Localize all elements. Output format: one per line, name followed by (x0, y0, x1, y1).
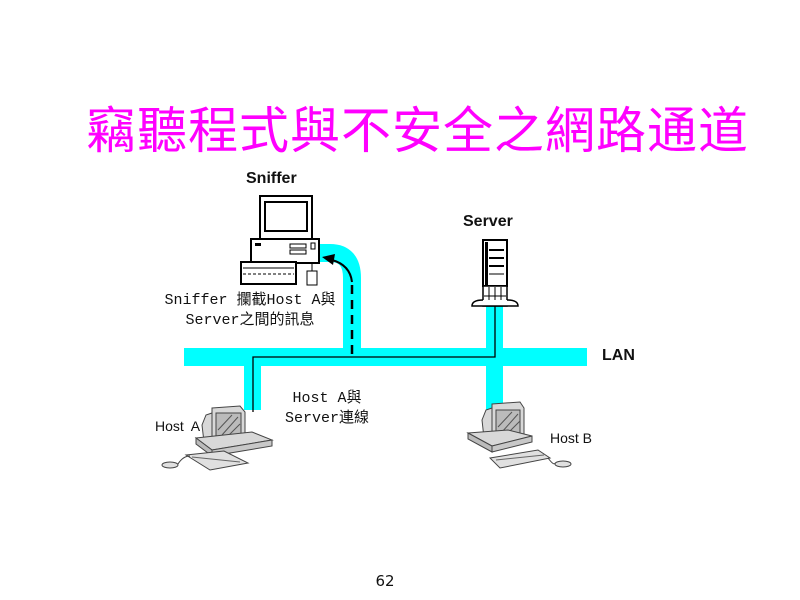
sniffer-label: Sniffer (246, 170, 297, 187)
page-number: 62 (375, 572, 395, 590)
sniffer-annotation-line2: Server之間的訊息 (185, 312, 315, 329)
sniffer-annotation-line1: Sniffer 攔截Host A與 (164, 292, 336, 309)
connection-annotation-line1: Host A與 (292, 390, 362, 407)
host-b-label: Host B (550, 430, 593, 446)
host-a-workstation-icon (161, 405, 274, 471)
sniffer-computer-icon (240, 195, 320, 286)
lan-label: LAN (602, 347, 635, 364)
arrow-head-icon (322, 254, 335, 265)
connection-annotation: Host A與 Server連線 (272, 389, 382, 429)
connection-annotation-line2: Server連線 (284, 410, 369, 427)
sniffer-arrow (331, 259, 353, 283)
host-b-drop-cable (486, 360, 503, 410)
host-a-label: Host A (155, 418, 201, 434)
server-label: Server (463, 213, 513, 230)
server-tower-icon (471, 239, 519, 307)
host-b-workstation-icon (466, 401, 572, 469)
host-a-server-connection-line (252, 305, 496, 412)
sniffer-annotation: Sniffer 攔截Host A與 Server之間的訊息 (150, 291, 350, 331)
slide-title: 竊聽程式與不安全之網路通道 (86, 102, 749, 160)
